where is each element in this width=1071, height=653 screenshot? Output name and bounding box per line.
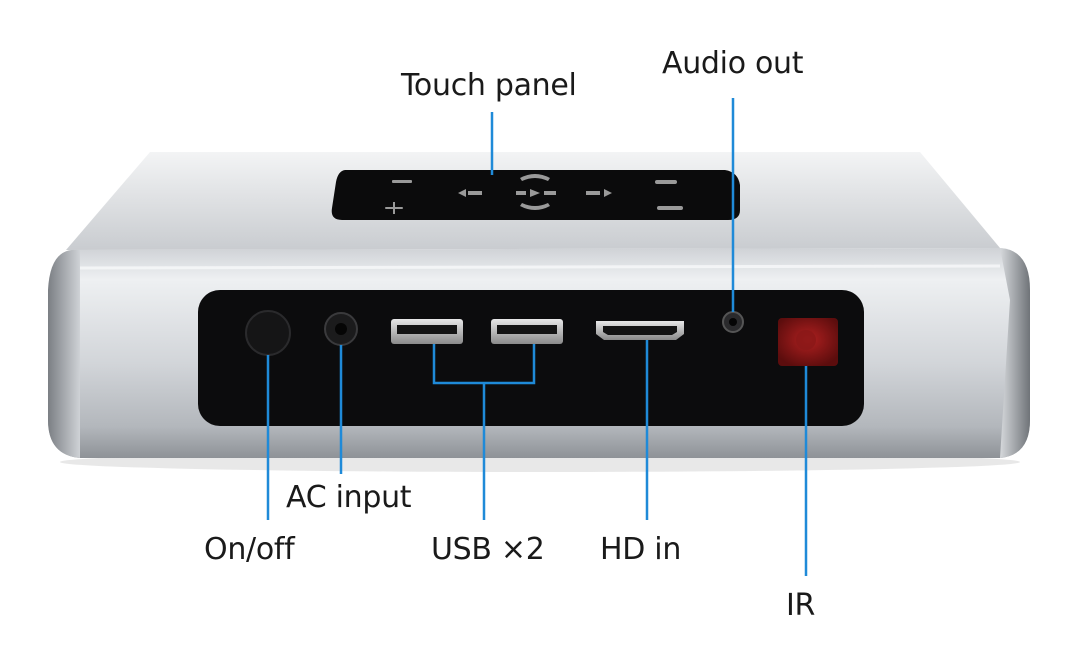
device-highlight	[79, 264, 1001, 270]
leader-lines	[266, 98, 808, 576]
menu-icon	[655, 180, 677, 184]
ir-sensor	[796, 330, 816, 350]
label-on-off: On/off	[204, 532, 295, 567]
label-ac-input: AC input	[286, 480, 412, 515]
label-ir: IR	[786, 588, 816, 623]
audio-out-jack-hole	[729, 318, 737, 326]
hd-in-port	[596, 321, 684, 340]
up-arc-icon	[520, 174, 550, 181]
power-button	[245, 310, 291, 356]
port-panel	[198, 290, 864, 426]
minus-icon	[392, 180, 412, 183]
label-audio-out: Audio out	[662, 46, 804, 81]
touch-panel	[331, 170, 740, 220]
label-hd-in: HD in	[600, 532, 682, 567]
label-touch-panel: Touch panel	[401, 68, 577, 103]
touch-panel-icons	[385, 174, 683, 214]
back-icon	[657, 206, 683, 210]
prev-icon	[458, 189, 482, 197]
plus-stem-icon	[393, 202, 395, 214]
down-arc-icon	[520, 203, 550, 210]
next-icon	[586, 189, 612, 197]
play-pause-icon	[516, 189, 556, 197]
usb-port-1	[391, 319, 463, 344]
ac-input-jack-hole	[335, 323, 347, 335]
device-left-cap	[48, 250, 80, 458]
device-right-cap	[1000, 248, 1030, 458]
usb-port-2	[491, 319, 563, 344]
label-usb: USB ×2	[431, 532, 545, 567]
